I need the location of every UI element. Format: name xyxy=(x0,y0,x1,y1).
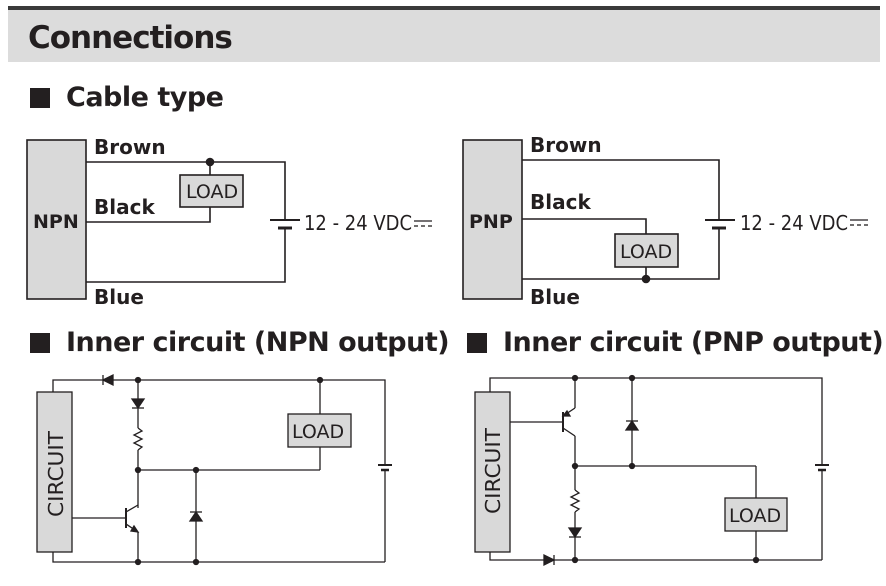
header-bar: Connections xyxy=(8,6,880,62)
section-inner-npn: Inner circuit (NPN output) xyxy=(30,327,450,358)
section-title-inner-npn: Inner circuit (NPN output) xyxy=(66,327,450,358)
section-title-cable-type: Cable type xyxy=(66,82,224,113)
npn-black-label: Black xyxy=(94,195,155,219)
pnp-black-label: Black xyxy=(530,190,591,214)
pnp-load-label: LOAD xyxy=(620,241,672,263)
pnp-bottom-diode-icon xyxy=(543,553,556,567)
npn-supply-label: 12 - 24 VDC xyxy=(304,211,412,235)
dc-symbols xyxy=(414,219,868,227)
pnp-blue-label: Blue xyxy=(530,285,580,309)
npn-top-diode-icon xyxy=(101,373,114,387)
pnp-brown-wire xyxy=(522,159,720,220)
section-cable-type: Cable type xyxy=(30,82,224,113)
pnp-inner-load-box xyxy=(724,497,788,532)
pnp-resistor-icon xyxy=(569,489,581,513)
npn-load-box xyxy=(179,174,244,208)
npn-circuit-label: CIRCUIT xyxy=(44,430,68,517)
pnp-led-diode-icon xyxy=(567,527,583,539)
npn-inner-load-label: LOAD xyxy=(292,421,344,443)
pnp-black-wire xyxy=(522,218,647,234)
npn-circuit-block xyxy=(36,391,73,553)
pnp-circuit-block xyxy=(474,391,511,553)
pnp-blue-wire xyxy=(522,228,720,280)
pnp-inner-circuit xyxy=(474,374,829,567)
npn-led-diode-icon xyxy=(130,398,146,410)
pnp-cable-diagram xyxy=(462,139,735,300)
pnp-circuit-label: CIRCUIT xyxy=(481,427,505,514)
npn-blue-wire xyxy=(86,228,286,283)
square-bullet-icon xyxy=(467,332,487,353)
pnp-supply-label: 12 - 24 VDC xyxy=(740,211,848,235)
pnp-sensor-block xyxy=(462,139,523,300)
npn-resistor-icon xyxy=(132,427,144,451)
square-bullet-icon xyxy=(30,332,50,353)
npn-blue-label: Blue xyxy=(94,285,144,309)
square-bullet-icon xyxy=(30,87,50,108)
npn-cable-diagram xyxy=(26,139,300,300)
npn-inner-circuit xyxy=(36,373,392,566)
pnp-inner-load-label: LOAD xyxy=(729,505,781,527)
pnp-brown-label: Brown xyxy=(530,133,602,157)
pnp-load-box xyxy=(614,233,679,268)
npn-brown-label: Brown xyxy=(94,135,166,159)
page-title: Connections xyxy=(28,20,233,56)
npn-top-rail xyxy=(52,379,386,465)
pnp-top-rail xyxy=(489,377,823,465)
pnp-block-label: PNP xyxy=(469,211,513,233)
npn-load-label: LOAD xyxy=(186,181,238,203)
section-inner-pnp: Inner circuit (PNP output) xyxy=(467,327,884,358)
pnp-zener-diode-icon xyxy=(624,419,640,431)
npn-brown-wire xyxy=(86,161,286,220)
npn-inner-load-box xyxy=(287,413,352,448)
npn-zener-diode-icon xyxy=(188,510,204,522)
npn-black-wire xyxy=(86,207,211,223)
section-title-inner-pnp: Inner circuit (PNP output) xyxy=(503,327,884,358)
npn-block-label: NPN xyxy=(33,211,79,233)
npn-sensor-block xyxy=(26,139,87,300)
